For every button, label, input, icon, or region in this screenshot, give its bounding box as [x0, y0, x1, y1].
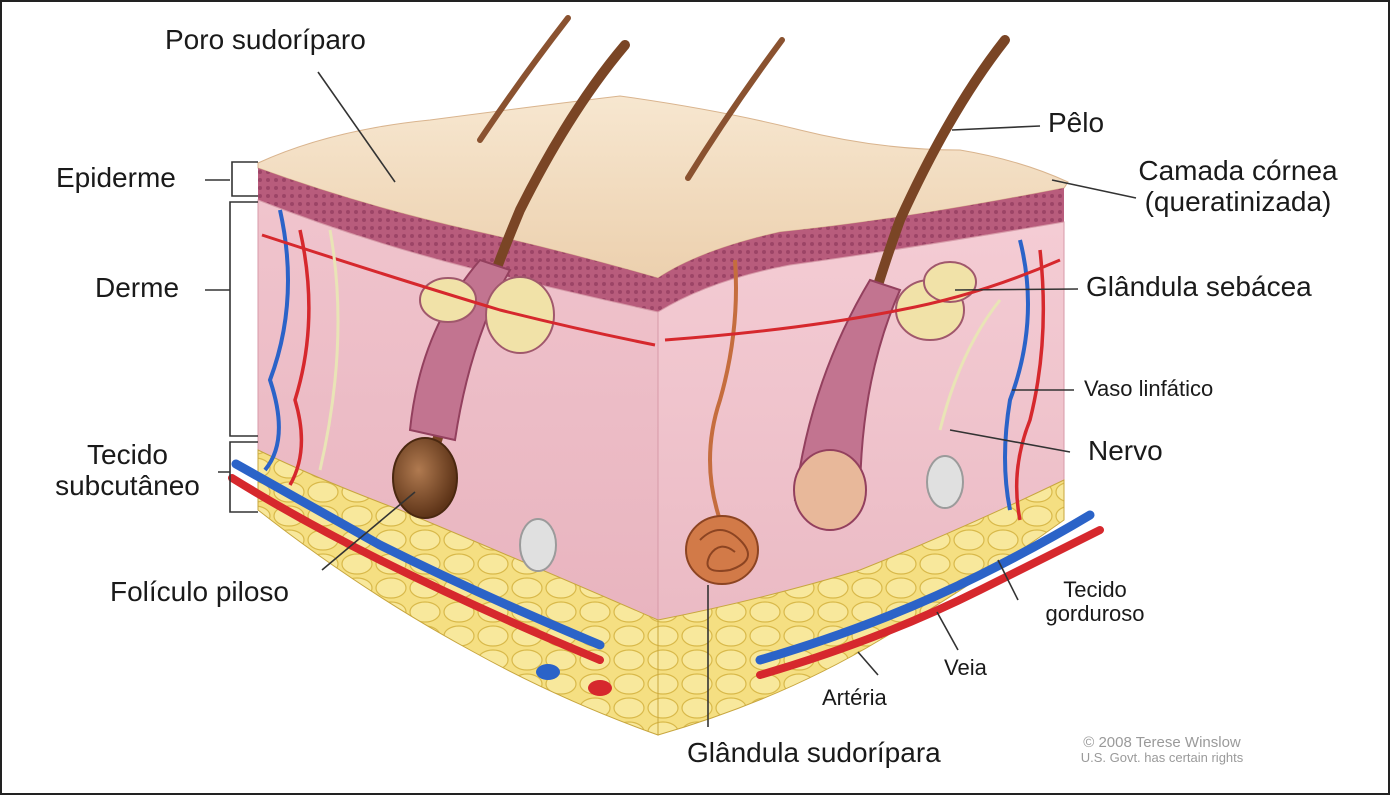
credit-line1: © 2008 Terese Winslow	[1062, 735, 1262, 751]
label-tecido-subcutaneo-line2: subcutâneo	[40, 471, 215, 502]
label-tecido-subcutaneo-line1: Tecido	[40, 440, 215, 471]
pacinian-corpuscle-left	[520, 519, 556, 571]
label-poro-sudoriparo: Poro sudoríparo	[165, 25, 366, 56]
label-camada-cornea: Camada córnea (queratinizada)	[1138, 156, 1338, 218]
hair-bulb-right	[794, 450, 866, 530]
label-camada-cornea-line2: (queratinizada)	[1138, 187, 1338, 218]
label-camada-cornea-line1: Camada córnea	[1138, 156, 1338, 187]
hair-bulb-left	[393, 438, 457, 518]
label-epiderme: Epiderme	[56, 163, 176, 194]
label-tecido-gorduroso-line1: Tecido	[1030, 578, 1160, 602]
label-tecido-gorduroso: Tecido gorduroso	[1030, 578, 1160, 626]
label-veia: Veia	[944, 656, 987, 680]
sweat-gland-coil	[686, 516, 758, 584]
label-glandula-sebacea: Glândula sebácea	[1086, 272, 1312, 303]
label-tecido-gorduroso-line2: gorduroso	[1030, 602, 1160, 626]
copyright-credit: © 2008 Terese Winslow U.S. Govt. has cer…	[1062, 735, 1262, 764]
label-foliculo-piloso: Folículo piloso	[110, 577, 289, 608]
label-arteria: Artéria	[822, 686, 887, 710]
label-nervo: Nervo	[1088, 436, 1163, 467]
label-derme: Derme	[95, 273, 179, 304]
pacinian-corpuscle-right	[927, 456, 963, 508]
label-vaso-linfatico: Vaso linfático	[1084, 377, 1213, 401]
label-tecido-subcutaneo: Tecido subcutâneo	[40, 440, 215, 502]
credit-line2: U.S. Govt. has certain rights	[1062, 751, 1262, 765]
label-pelo: Pêlo	[1048, 108, 1104, 139]
label-glandula-sudoripara: Glândula sudorípara	[687, 738, 941, 769]
